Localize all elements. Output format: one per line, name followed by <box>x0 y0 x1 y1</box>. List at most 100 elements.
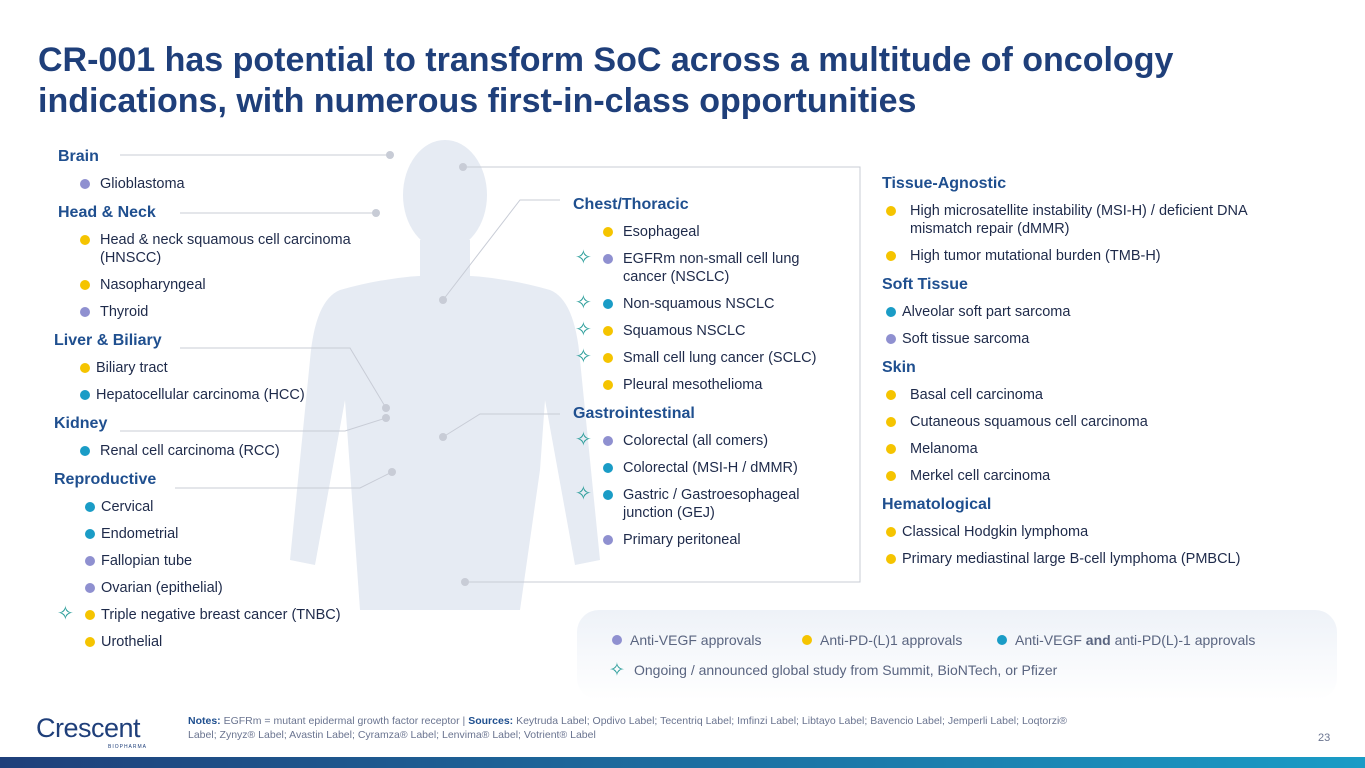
indication-label: Triple negative breast cancer (TNBC) <box>101 607 341 623</box>
indication-item: ✧EGFRm non-small cell lung cancer (NSCLC… <box>575 248 833 286</box>
section-heading: Skin <box>882 359 916 376</box>
indication-label: Pleural mesothelioma <box>623 377 763 393</box>
indication-label: Squamous NSCLC <box>623 323 746 339</box>
vegf-dot-icon <box>603 436 613 446</box>
indication-item: Renal cell carcinoma (RCC) <box>80 442 358 460</box>
crescent-logo: Crescent <box>36 713 141 743</box>
indication-item: Urothelial <box>85 633 358 651</box>
indication-item: Alveolar soft part sarcoma <box>886 303 1302 321</box>
section-heading: Reproductive <box>54 471 157 488</box>
page-number: 23 <box>1318 732 1331 744</box>
pd1-dot-icon <box>80 235 90 245</box>
vegf-dot-icon <box>603 254 613 264</box>
indication-item: High tumor mutational burden (TMB-H) <box>886 247 1302 265</box>
indication-label: Colorectal (all comers) <box>623 433 769 449</box>
indication-label: Gastric / Gastroesophageal junction (GEJ… <box>623 487 800 521</box>
indication-label: Cutaneous squamous cell carcinoma <box>910 414 1148 430</box>
star-icon: ✧ <box>575 247 592 269</box>
section-heading: Chest/Thoracic <box>573 196 689 213</box>
vegf-dot-icon <box>85 556 95 566</box>
star-icon: ✧ <box>57 603 74 625</box>
indication-label: Head & neck squamous cell carcinoma (HNS… <box>100 232 351 266</box>
indication-item: Head & neck squamous cell carcinoma (HNS… <box>80 231 358 267</box>
pd1-dot-icon <box>886 417 896 427</box>
pd1-dot-icon <box>886 471 896 481</box>
vegf-dot-icon <box>612 635 622 645</box>
both-dot-icon <box>85 502 95 512</box>
pd1-dot-icon <box>886 251 896 261</box>
vegf-dot-icon <box>85 583 95 593</box>
indication-label: Biliary tract <box>96 360 168 376</box>
indication-label: Melanoma <box>910 441 978 457</box>
indication-item: Melanoma <box>886 440 1302 458</box>
indication-item: Colorectal (MSI-H / dMMR) <box>603 459 833 477</box>
both-dot-icon <box>997 635 1007 645</box>
pd1-dot-icon <box>603 353 613 363</box>
section-heading: Gastrointestinal <box>573 405 695 422</box>
indication-label: Esophageal <box>623 224 700 240</box>
star-icon: ✧ <box>609 660 625 681</box>
indication-item: Cervical <box>85 498 358 516</box>
pd1-dot-icon <box>886 390 896 400</box>
indication-item: Biliary tract <box>80 359 358 377</box>
both-dot-icon <box>85 529 95 539</box>
indication-label: Soft tissue sarcoma <box>902 331 1030 347</box>
indication-label: Small cell lung cancer (SCLC) <box>623 350 817 366</box>
indication-item: Ovarian (epithelial) <box>85 579 358 597</box>
indication-item: ✧ Triple negative breast cancer (TNBC) <box>57 604 358 624</box>
indication-item: ✧Colorectal (all comers) <box>575 430 833 450</box>
footer-bar <box>0 757 1365 768</box>
section-heading: Soft Tissue <box>882 276 968 293</box>
both-dot-icon <box>603 299 613 309</box>
indication-label: Primary peritoneal <box>623 532 741 548</box>
pd1-dot-icon <box>886 527 896 537</box>
legend-star: Ongoing / announced global study from Su… <box>634 662 1058 678</box>
sources-label: Sources: <box>468 715 514 727</box>
indication-label: Primary mediastinal large B-cell lymphom… <box>902 551 1241 567</box>
section-heading: Tissue-Agnostic <box>882 175 1007 192</box>
pd1-dot-icon <box>603 326 613 336</box>
indication-item: Glioblastoma <box>80 175 358 193</box>
indication-label: Basal cell carcinoma <box>910 387 1043 403</box>
both-dot-icon <box>80 390 90 400</box>
pd1-dot-icon <box>603 227 613 237</box>
section-heading: Head & Neck <box>58 204 156 221</box>
pd1-dot-icon <box>85 610 95 620</box>
indication-label: Renal cell carcinoma (RCC) <box>100 443 280 459</box>
indication-label: Cervical <box>101 499 154 515</box>
indication-item: Classical Hodgkin lymphoma <box>886 523 1302 541</box>
pd1-dot-icon <box>80 363 90 373</box>
indication-label: High tumor mutational burden (TMB-H) <box>910 248 1161 264</box>
indication-label: Fallopian tube <box>101 553 193 569</box>
indication-item: ✧Gastric / Gastroesophageal junction (GE… <box>575 484 833 522</box>
pd1-dot-icon <box>80 280 90 290</box>
section-heading: Liver & Biliary <box>54 332 162 349</box>
indication-item: Primary mediastinal large B-cell lymphom… <box>886 550 1302 568</box>
section-heading: Brain <box>58 148 99 165</box>
legend-both-a: Anti-VEGF <box>1015 632 1082 648</box>
legend-both-and: and <box>1085 632 1111 648</box>
indication-label: Ovarian (epithelial) <box>101 580 223 596</box>
legend-vegf: Anti-VEGF approvals <box>630 632 762 648</box>
both-dot-icon <box>603 463 613 473</box>
vegf-dot-icon <box>80 179 90 189</box>
vegf-dot-icon <box>886 334 896 344</box>
pd1-dot-icon <box>85 637 95 647</box>
both-dot-icon <box>886 307 896 317</box>
sources-text: Keytruda Label; Opdivo Label; Tecentriq … <box>188 715 1068 741</box>
pd1-dot-icon <box>886 554 896 564</box>
footnotes: Notes: EGFRm = mutant epidermal growth f… <box>188 714 1088 742</box>
indication-label: Alveolar soft part sarcoma <box>902 304 1071 320</box>
indication-label: Colorectal (MSI-H / dMMR) <box>623 460 798 476</box>
indication-label: Endometrial <box>101 526 179 542</box>
indication-item: Basal cell carcinoma <box>886 386 1302 404</box>
indication-item: Nasopharyngeal <box>80 276 358 294</box>
indication-item: ✧Small cell lung cancer (SCLC) <box>575 347 833 367</box>
indication-label: Merkel cell carcinoma <box>910 468 1051 484</box>
page-title: CR-001 has potential to transform SoC ac… <box>38 41 1174 120</box>
pd1-dot-icon <box>802 635 812 645</box>
indication-label: High microsatellite instability (MSI-H) … <box>910 203 1247 237</box>
legend-both-b: anti-PD(L)-1 approvals <box>1114 632 1256 648</box>
